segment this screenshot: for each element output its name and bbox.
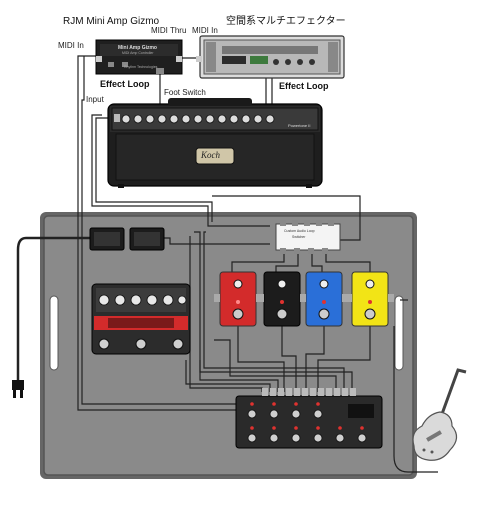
- switcher-line-1: Custom Audio Loop: [284, 229, 315, 233]
- multi-effects-rack: [196, 35, 345, 79]
- guitar: [412, 368, 467, 461]
- cables: [16, 55, 438, 473]
- label-midi-in-left: MIDI In: [58, 41, 84, 50]
- rack-display: [222, 56, 246, 64]
- stompbox-blue: [300, 271, 348, 327]
- loop-switcher: [275, 220, 341, 254]
- power-plug: [12, 380, 24, 390]
- right-handle: [394, 295, 404, 371]
- label-midi-in-right: MIDI In: [192, 26, 218, 35]
- left-handle: [49, 295, 59, 371]
- amp-handle: [168, 98, 252, 106]
- multi-fx-title: 空間系マルチエフェクター: [226, 16, 346, 27]
- gizmo-title: RJM Mini Amp Gizmo: [63, 16, 160, 27]
- multi-pedal: [91, 283, 191, 355]
- label-effect-loop-right: Effect Loop: [279, 81, 329, 91]
- multi-pedal-footswitch-3: [172, 338, 184, 350]
- multi-pedal-footswitch-1: [98, 338, 110, 350]
- mini-amp-gizmo: [95, 39, 183, 75]
- midi-foot-controller: [235, 388, 383, 449]
- controller-jacks: [262, 388, 356, 396]
- label-input: Input: [86, 95, 104, 104]
- controller-display: [348, 404, 374, 418]
- stompbox-yellow: [346, 271, 394, 327]
- label-foot-switch: Foot Switch: [164, 88, 206, 97]
- power-supplies: [12, 227, 165, 398]
- amp-model: Powertone II: [288, 123, 311, 128]
- stompbox-red: [214, 271, 262, 327]
- amp-knobs: [121, 114, 275, 124]
- label-midi-thru: MIDI Thru: [151, 26, 187, 35]
- rack-midi-in-port: [196, 56, 202, 62]
- gizmo-panel-subtitle: MIDI Amp Controller: [122, 51, 154, 55]
- gizmo-panel-title: Mini Amp Gizmo: [118, 45, 157, 51]
- midi-thru-port: [176, 56, 182, 62]
- amp-logo-plate: [195, 147, 235, 165]
- stompbox-black: [258, 271, 306, 327]
- midi-in-port: [96, 56, 102, 62]
- amp-head: [107, 98, 323, 188]
- multi-pedal-footswitch-2: [135, 338, 147, 350]
- foot-switch-port: [156, 68, 164, 74]
- label-effect-loop-left: Effect Loop: [100, 79, 150, 89]
- controller-footswitches: [247, 409, 367, 443]
- amp-logo: Koch: [201, 150, 220, 160]
- switcher-line-2: Switcher: [292, 235, 306, 239]
- gizmo-brand: Rhythm Technologies: [124, 65, 158, 69]
